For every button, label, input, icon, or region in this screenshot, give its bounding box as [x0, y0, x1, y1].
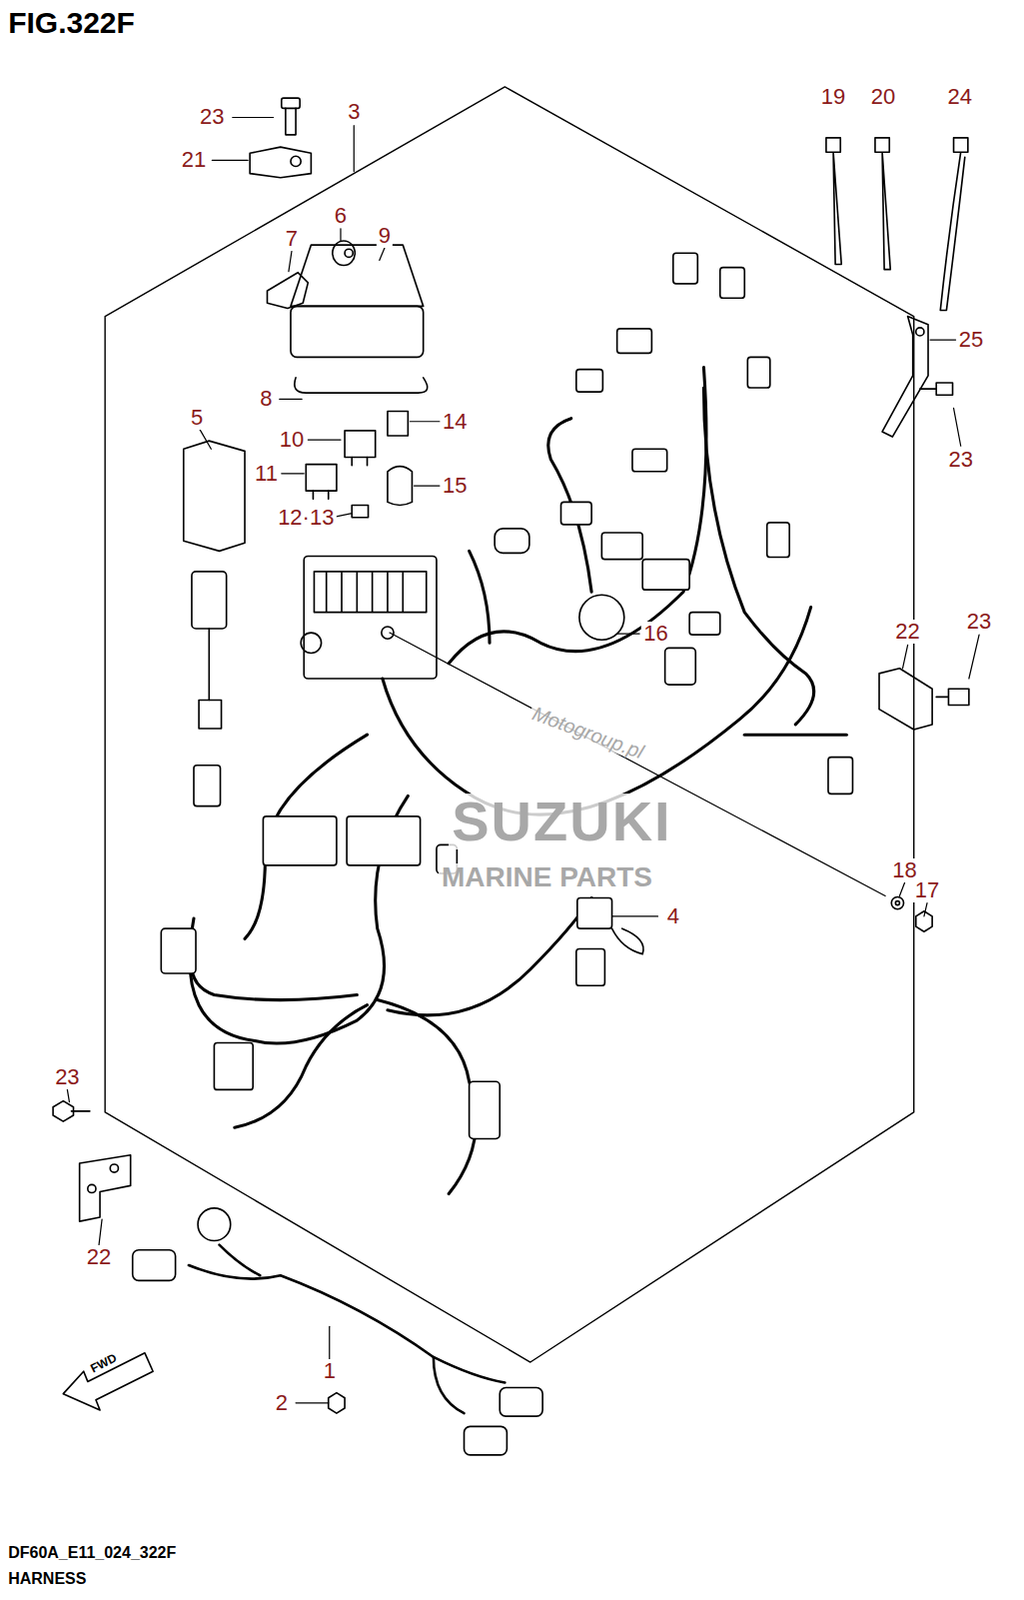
- callout-number: 12·13: [275, 505, 336, 530]
- callout-number: 16: [641, 621, 670, 646]
- callout-number: 23: [52, 1064, 81, 1089]
- callout-number: 24: [945, 84, 974, 109]
- callout-number: 5: [188, 405, 205, 430]
- callout-number: 22: [84, 1244, 113, 1269]
- callout-number: 17: [913, 878, 942, 903]
- callout-number: 9: [376, 223, 393, 248]
- figure-code: DF60A_E11_024_322F: [7, 1544, 176, 1561]
- callout-number: 14: [440, 409, 469, 434]
- callout-number: 25: [957, 327, 986, 352]
- callout-number: 23: [197, 104, 226, 129]
- callout-number: 8: [257, 386, 274, 411]
- callout-number: 23: [946, 447, 975, 472]
- callout-number: 2: [273, 1390, 290, 1415]
- callout-number: 19: [819, 84, 848, 109]
- callout-number: 15: [440, 473, 469, 498]
- direction-mark: FWD: [88, 1350, 119, 1374]
- callout-number: 20: [869, 84, 898, 109]
- callout-number: 7: [283, 226, 300, 251]
- watermark: SUZUKI: [448, 793, 675, 850]
- callout-number: 11: [252, 461, 280, 486]
- figure-caption: HARNESS: [7, 1570, 86, 1587]
- watermark: Motogroup.pl: [526, 702, 649, 764]
- figure-title: FIG.322F: [7, 7, 135, 38]
- callout-number: 22: [893, 619, 922, 644]
- callout-number: 10: [277, 427, 306, 452]
- callout-number: 6: [332, 203, 349, 228]
- callout-number: 1: [321, 1358, 338, 1383]
- callout-number: 21: [179, 147, 208, 172]
- callout-number: 4: [665, 904, 682, 929]
- callout-number: 23: [965, 609, 994, 634]
- watermark: MARINE PARTS: [438, 863, 656, 892]
- callout-number: 3: [345, 99, 362, 124]
